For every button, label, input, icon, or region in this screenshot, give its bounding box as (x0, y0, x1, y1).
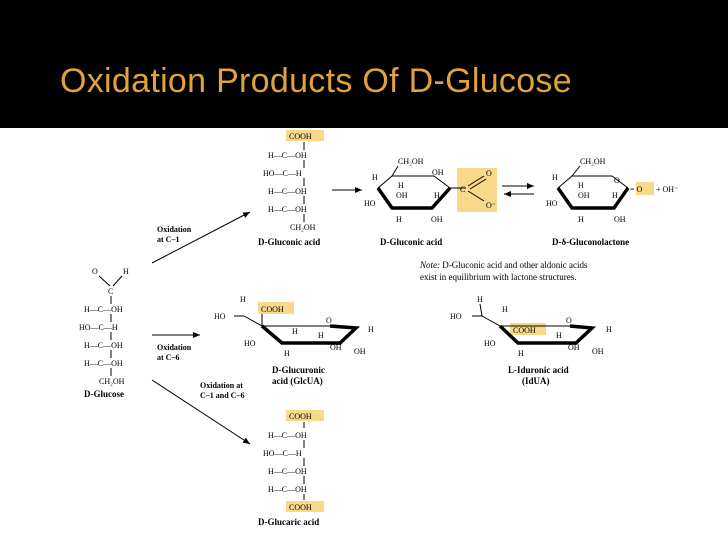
glucose-c1: C (108, 287, 113, 296)
lactone-ho: HO (546, 199, 558, 208)
c6-oxidation-label-1: Oxidation (157, 343, 192, 352)
c1-oxidation-label-1: Oxidation (157, 225, 192, 234)
gluconic-ring-o-minus: O⁻ (486, 201, 496, 210)
diagram-panel: O H C H—C—OH HO—C—H H—C—OH H—C—OH CH₂OH … (0, 128, 728, 546)
glucose-structure: O H C H—C—OH HO—C—H H—C—OH H—C—OH CH₂OH … (79, 267, 129, 399)
glucose-c5: H—C—OH (84, 359, 123, 368)
iduronic-acid: H H HO O COOH H HO OH H OH H L-Iduronic … (450, 295, 612, 386)
note-line-1-text: D-Gluconic acid and other aldonic acids (440, 260, 588, 270)
glucose-o: O (92, 267, 98, 276)
glucuronic-ho-bottom: HO (244, 339, 256, 348)
gluconic-ring-oh-top: OH (432, 168, 444, 177)
c1-oxidation-label-2: at C–1 (157, 235, 179, 244)
gluconic-ring-oh-mid: OH (396, 191, 408, 200)
glucuronic-label-2: acid (GlcUA) (272, 376, 323, 386)
lactone-oh-bottom: OH (614, 215, 626, 224)
glucuronic-h-top: H (240, 295, 246, 304)
glucaric-c5: H—C—OH (268, 485, 307, 494)
gluconic-fischer-c4: H—C—OH (268, 187, 307, 196)
glucuronic-h-1: H (284, 349, 290, 358)
gluconic-ring-h1: H (372, 173, 378, 182)
c1c6-oxidation-label-1: Oxidation at (200, 381, 243, 390)
gluconic-fischer-c5: H—C—OH (268, 205, 307, 214)
lactone-h1: H (552, 173, 558, 182)
glucaric-acid: COOH H—C—OH HO—C—H H—C—OH H—C—OH COOH D-… (258, 410, 324, 527)
equilibrium-arrows (502, 183, 534, 197)
lactone-ch2oh: CH₂OH (580, 157, 606, 166)
lactone-h2: H (578, 181, 584, 190)
gluconic-ring-o: O (486, 169, 492, 178)
gluconic-ring-ho: HO (364, 199, 376, 208)
glucuronic-oh-2: OH (354, 347, 366, 356)
glucuronic-cooh: COOH (261, 305, 284, 314)
reaction-arrows: Oxidation at C–1 Oxidation at C–6 Oxidat… (151, 211, 251, 445)
iduronic-h-3: H (518, 349, 524, 358)
glucaric-label: D-Glucaric acid (258, 517, 319, 527)
gluconic-ring-h4: H (396, 215, 402, 224)
glucose-c6: CH₂OH (99, 377, 125, 386)
iduronic-oh-2: OH (592, 347, 604, 356)
note-line-1: Note: D-Gluconic acid and other aldonic … (419, 260, 588, 270)
glucuronic-oh-1: OH (330, 343, 342, 352)
gluconic-fischer-c2: H—C—OH (268, 151, 307, 160)
gluconic-ring-h3: H (434, 191, 440, 200)
iduronic-h-right: H (606, 325, 612, 334)
iduronic-h-2: H (502, 305, 508, 314)
gluconic-fischer-c1: COOH (289, 132, 312, 141)
gluconic-fischer-label: D-Gluconic acid (258, 237, 320, 247)
note-line-2: exist in equilibrium with lactone struct… (420, 272, 576, 282)
c6-oxidation-label-2: at C–6 (157, 353, 179, 362)
glucuronic-label-1: D-Glucuronic (272, 365, 325, 375)
lactone-h3: H (612, 191, 618, 200)
glucuronic-ring-o: O (326, 316, 332, 325)
gluconic-ring-oh-bottom: OH (431, 215, 443, 224)
iduronic-cooh: COOH (513, 326, 536, 335)
gluconic-ring-ch2oh: CH₂OH (398, 157, 424, 166)
glucuronic-h-2: H (318, 331, 324, 340)
gluconic-ring-c: C (460, 185, 465, 194)
glucuronic-acid: H COOH HO O H H HO OH H OH H D-Glucuroni… (214, 295, 374, 386)
lactone-label: D-δ-Gluconolactone (552, 237, 629, 247)
glucose-label: D-Glucose (84, 389, 124, 399)
lactone-hydroxide: + OH⁻ (656, 185, 678, 194)
iduronic-ho-left: HO (450, 312, 462, 321)
glucose-c2: H—C—OH (84, 305, 123, 314)
glucaric-c2: H—C—OH (268, 431, 307, 440)
glucose-c3: HO—C—H (79, 323, 118, 332)
slide-title: Oxidation Products Of D-Glucose (60, 62, 572, 100)
glucuronic-h-3: H (292, 327, 298, 336)
glucaric-c6: COOH (289, 503, 312, 512)
iduronic-label-2: (IdUA) (522, 376, 550, 386)
oxidation-diagram: O H C H—C—OH HO—C—H H—C—OH H—C—OH CH₂OH … (79, 130, 678, 527)
gluconic-ring-label: D-Gluconic acid (380, 237, 442, 247)
lactone-ring-o: O (614, 176, 620, 185)
lactone-carbonyl: = O (630, 185, 643, 194)
glucaric-c4: H—C—OH (268, 467, 307, 476)
iduronic-ho-bottom: HO (484, 339, 496, 348)
lactone-oh: OH (578, 191, 590, 200)
note-lead: Note: (419, 260, 440, 270)
iduronic-oh-1: OH (568, 343, 580, 352)
c1c6-oxidation-label-2: C–1 and C–6 (200, 391, 244, 400)
glucuronic-h-right: H (368, 325, 374, 334)
glucose-c4: H—C—OH (84, 341, 123, 350)
lactone-h4: H (578, 215, 584, 224)
iduronic-ring-o: O (566, 316, 572, 325)
gluconic-ring-h2: H (398, 181, 404, 190)
gluconolactone: CH₂OH O H H OH H HO H OH = O + OH⁻ D-δ-G… (546, 157, 678, 247)
glucaric-c1: COOH (289, 412, 312, 421)
iduronic-label-1: L-Iduronic acid (508, 365, 569, 375)
iduronic-h-4: H (556, 331, 562, 340)
glucose-h: H (123, 267, 129, 276)
glucaric-c3: HO—C—H (263, 449, 302, 458)
gluconic-acid-fischer: COOH H—C—OH HO—C—H H—C—OH H—C—OH CH₂OH D… (258, 130, 324, 247)
iduronic-h-top: H (477, 295, 483, 304)
gluconic-fischer-c3: HO—C—H (263, 169, 302, 178)
glucuronic-ho-left: HO (214, 312, 226, 321)
gluconic-acid-ring: CH₂OH OH H H OH H HO H OH O O⁻ C D-Gluco… (364, 157, 497, 247)
gluconic-fischer-c6: CH₂OH (290, 223, 316, 232)
equilibrium-note: Note: D-Gluconic acid and other aldonic … (419, 260, 588, 282)
